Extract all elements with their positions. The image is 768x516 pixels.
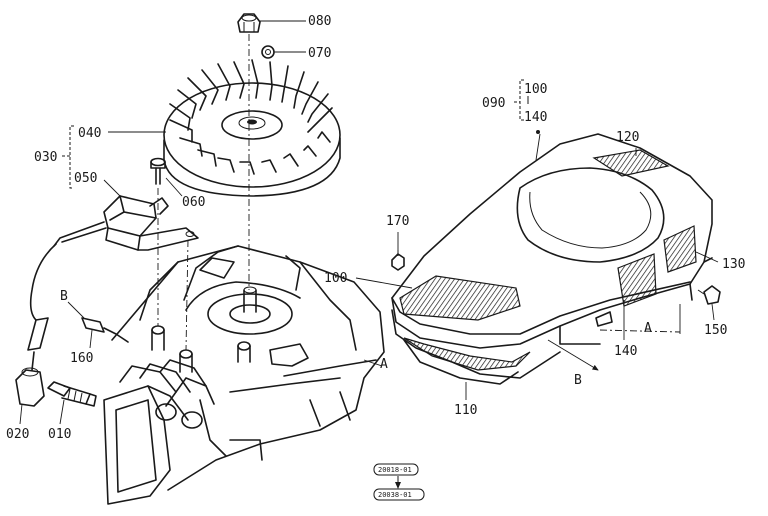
label-020: 020 — [6, 427, 29, 442]
leader-020 — [19, 403, 23, 425]
label-030: 030 — [34, 150, 57, 165]
blower-housing — [391, 133, 713, 349]
leader-090 — [535, 133, 541, 161]
label-130: 130 — [722, 257, 745, 272]
label-010: 010 — [48, 427, 71, 442]
cylinder-head — [103, 359, 215, 505]
leader-100 — [355, 277, 413, 289]
vent-top — [592, 149, 670, 177]
baffle-110 — [391, 309, 561, 385]
leader-130 — [695, 251, 719, 263]
label-070: 070 — [308, 46, 331, 61]
vent-front — [399, 275, 521, 321]
arrow-b-shroud — [547, 339, 599, 371]
label-140-top: 140 — [524, 110, 547, 125]
marker-a-engine: A — [380, 357, 388, 372]
bracket-030 — [69, 125, 74, 189]
label-060: 060 — [182, 195, 205, 210]
screw-060 — [150, 157, 166, 185]
label-040: 040 — [78, 126, 101, 141]
spark-plug-cap — [15, 351, 45, 407]
flywheel-fins — [169, 59, 333, 175]
flywheel — [163, 59, 341, 197]
label-080: 080 — [308, 14, 331, 29]
leader-a-engine — [363, 359, 383, 367]
label-110: 110 — [454, 403, 477, 418]
wire-sleeve — [27, 317, 49, 351]
leader-050 — [103, 179, 121, 197]
flywheel-nut — [237, 13, 261, 33]
vent-side-140 — [617, 253, 657, 307]
label-140: 140 — [614, 344, 637, 359]
bolt-150 — [697, 285, 721, 305]
line-a-shroud — [599, 329, 681, 333]
hv-lead-wire — [29, 243, 57, 321]
engine-block — [111, 245, 385, 491]
marker-b-shroud: B — [574, 373, 582, 388]
label-150: 150 — [704, 323, 727, 338]
marker-b-wire: B — [60, 289, 68, 304]
bracket-090 — [519, 79, 524, 121]
leader-010 — [59, 399, 65, 425]
washer — [261, 45, 275, 59]
leader-060 — [165, 177, 183, 197]
stamp-top: 20018-01 — [378, 466, 412, 474]
leader-150 — [711, 303, 715, 321]
leader-160 — [89, 329, 93, 349]
stamp-frame-top — [373, 463, 419, 476]
label-170: 170 — [386, 214, 409, 229]
stamp-frame-bottom — [373, 488, 425, 501]
label-090: 090 — [482, 96, 505, 111]
leader-b-wire — [67, 301, 85, 319]
spark-plug — [47, 381, 97, 407]
label-050: 050 — [74, 171, 97, 186]
stop-wire — [81, 317, 129, 343]
label-100: 100 — [324, 271, 347, 286]
label-100-top: 100 — [524, 82, 547, 97]
stamp-bottom: 20038-01 — [378, 491, 412, 499]
centerline-coil — [185, 239, 189, 351]
ignition-coil — [53, 195, 199, 251]
marker-a-shroud: A — [644, 321, 652, 336]
vent-side-130 — [663, 225, 697, 273]
label-120: 120 — [616, 130, 639, 145]
label-160: 160 — [70, 351, 93, 366]
